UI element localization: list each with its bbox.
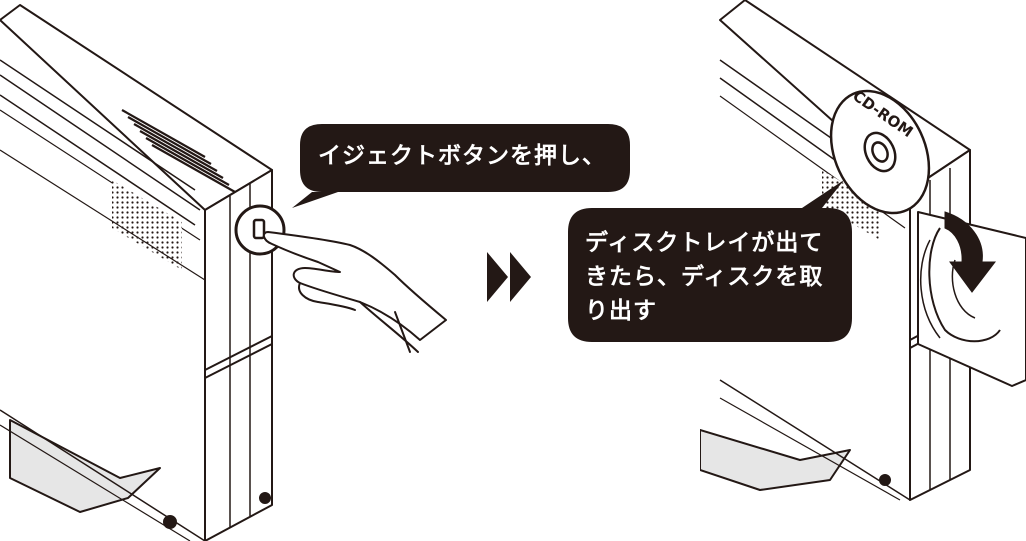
next-step-icon <box>487 252 531 302</box>
callout-step-2 <box>568 180 852 342</box>
desktop-pc-left <box>0 4 273 541</box>
lift-arrow-icon <box>944 211 997 293</box>
cd-rom-disc: CD-ROM <box>829 87 931 215</box>
callout-step-1 <box>292 124 630 208</box>
pressing-hand <box>262 231 447 353</box>
callout-step-2-text: ディスクトレイが出て きたら、ディスクを取 り出す <box>585 230 824 324</box>
callout-step-1-text: イジェクトボタンを押し、 <box>318 143 606 169</box>
